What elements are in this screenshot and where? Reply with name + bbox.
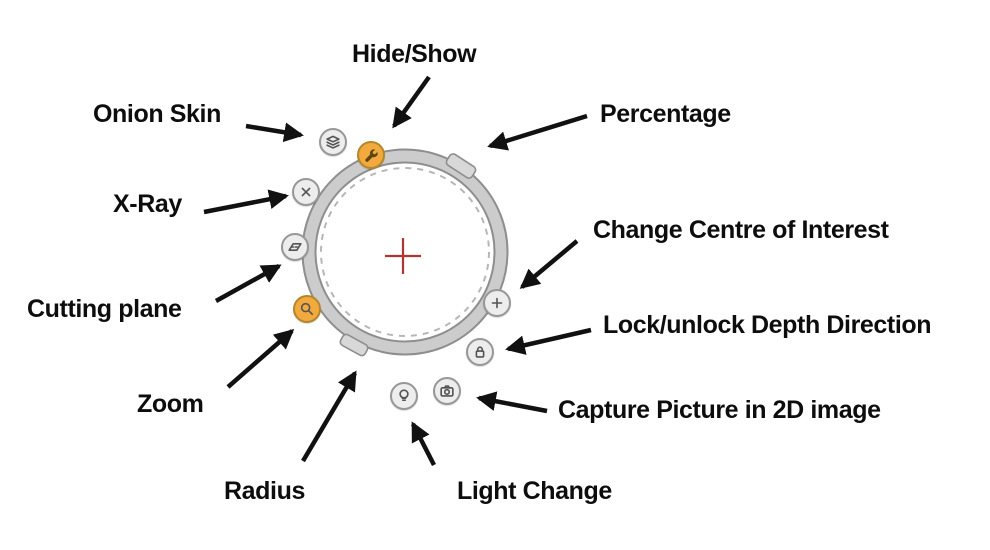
arrow-lock-depth: [505, 327, 592, 355]
label-change-centre: Change Centre of Interest: [593, 216, 889, 244]
ring-body: [302, 149, 508, 355]
zoom-button[interactable]: [293, 295, 321, 323]
navigation-ring: [301, 148, 509, 356]
label-capture-2d: Capture Picture in 2D image: [558, 396, 881, 424]
hide-show-button[interactable]: [357, 141, 385, 169]
arrow-light-change: [410, 421, 437, 467]
ring-dashed-track: [320, 167, 490, 337]
light-bulb-icon: [399, 389, 409, 402]
camera-icon: [440, 385, 454, 397]
arrow-change-centre: [519, 239, 579, 289]
label-lock-depth: Lock/unlock Depth Direction: [603, 311, 932, 339]
onion-skin-button[interactable]: [319, 128, 347, 156]
x-ray-button[interactable]: [292, 178, 320, 206]
label-radius: Radius: [224, 477, 305, 505]
cutting-plane-button[interactable]: [281, 233, 309, 261]
arrow-radius: [301, 370, 357, 463]
magnifier-icon: [300, 302, 314, 316]
arrow-capture-2d: [476, 391, 548, 414]
percentage-handle[interactable]: [445, 152, 477, 179]
label-x-ray: X-Ray: [113, 190, 182, 218]
radius-handle[interactable]: [339, 333, 369, 357]
arrow-zoom: [226, 329, 295, 389]
arrow-onion-skin: [245, 122, 304, 143]
label-zoom: Zoom: [137, 390, 204, 418]
arrow-percentage: [487, 113, 588, 151]
label-onion-skin: Onion Skin: [93, 100, 221, 128]
arrow-x-ray: [203, 189, 289, 215]
plus-icon: [491, 297, 503, 309]
light-change-button[interactable]: [390, 382, 418, 410]
label-hide-show: Hide/Show: [352, 40, 477, 68]
lock-icon: [475, 346, 485, 358]
ring-inner-edge: [314, 161, 496, 343]
capture-2d-button[interactable]: [433, 377, 461, 405]
lock-depth-button[interactable]: [466, 338, 494, 366]
crosshair-icon: [385, 238, 421, 274]
cutting-plane-icon: [288, 243, 302, 251]
label-cutting-plane: Cutting plane: [27, 295, 182, 323]
onion-skin-icon: [326, 135, 340, 149]
change-centre-button[interactable]: [483, 289, 511, 317]
arrow-hide-show: [392, 75, 431, 129]
x-icon: [301, 187, 311, 197]
arrow-cutting-plane: [214, 264, 282, 303]
label-percentage: Percentage: [600, 100, 731, 128]
label-light-change: Light Change: [457, 477, 612, 505]
wrench-icon: [365, 149, 378, 162]
